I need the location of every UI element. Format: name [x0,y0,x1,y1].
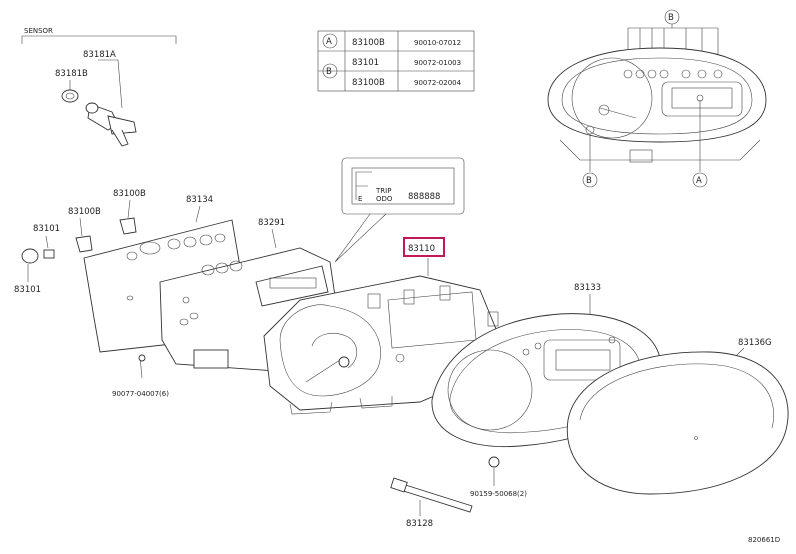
cluster-glass: 83136G [566,338,789,495]
cluster-rear-view: B B A [547,9,767,188]
meter-assembly: 83110 [263,237,499,415]
svg-text:B: B [326,67,332,77]
marker-left-b: B [586,176,592,186]
sensor-title: SENSOR [24,27,53,35]
label-83134: 83134 [186,195,213,205]
socket-upper [119,217,137,235]
connector [193,349,229,369]
legend-marker-b [322,63,338,79]
lcd-e-mark: E [358,195,362,203]
label-screw-b: 90159-50068(2) [470,490,527,498]
seal-ring [61,89,79,103]
legend-part-0: 83100B [352,38,385,48]
lcd-trip: TRIP [375,187,391,195]
lcd-inset: E TRIP ODO 888888 [334,157,465,263]
svg-text:A: A [326,37,332,47]
screw-b: 90159-50068(2) [470,456,527,498]
screw-a: 90077-04007(6) [112,354,169,398]
marker-right-a: A [696,176,702,186]
lcd-module [255,265,329,307]
label-83133: 83133 [574,283,601,293]
label-83128: 83128 [406,519,433,529]
marker-top-b: B [668,13,674,23]
label-83181B: 83181B [55,69,88,79]
sensor-bracket [21,35,177,44]
legend-part-2: 83100B [352,78,385,88]
label-83101-b: 83101 [14,285,41,295]
lcd-digits: 888888 [408,192,440,202]
label-83181A: 83181A [83,50,116,60]
legend-number-0: 90010-07012 [414,39,461,47]
label-83291: 83291 [258,218,285,228]
label-83110: 83110 [408,244,435,254]
lcd-odo: ODO [376,195,393,203]
label-83100B-upper: 83100B [113,189,146,199]
label-83101: 83101 [33,224,60,234]
legend-part-1: 83101 [352,58,379,68]
speed-sensor [85,102,137,147]
label-screw-a: 90077-04007(6) [112,390,169,398]
legend-table: A B 83100B 90010-07012 83101 90072-01003… [317,30,475,92]
diagram-code: 820661D [748,536,780,544]
reset-knob: 83128 [390,477,473,529]
socket-lower [75,235,93,253]
sensor-group: SENSOR 83181A 83181B [21,27,177,147]
highlight-83110 [403,237,445,257]
legend-marker-a [322,33,338,49]
legend-number-1: 90072-01003 [414,59,461,67]
label-83136G: 83136G [738,338,772,348]
legend-number-2: 90072-02004 [414,79,462,87]
label-83100B-lower: 83100B [68,207,101,217]
bulb-sockets: 83100B 83100B 83101 83101 [14,189,146,295]
bulb [21,248,39,264]
